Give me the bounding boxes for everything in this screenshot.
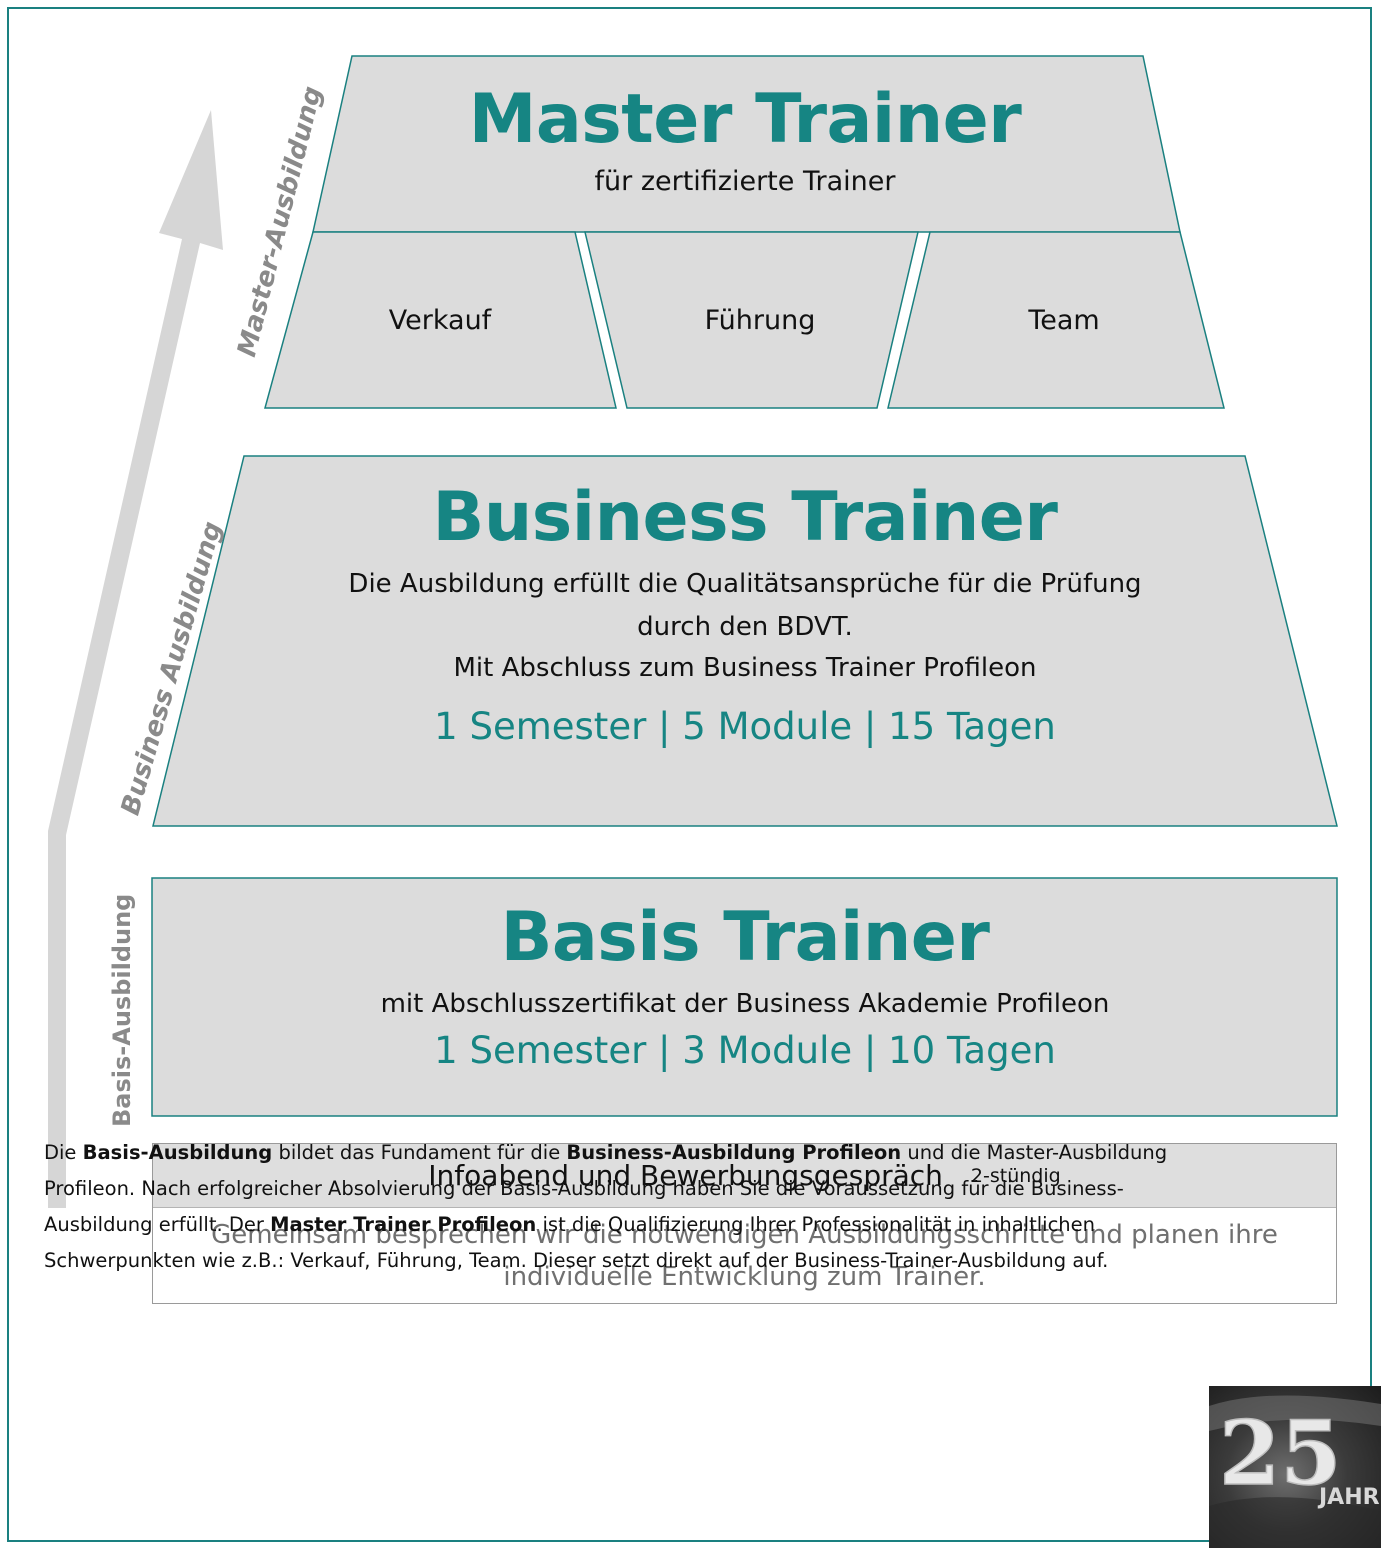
basis-subtitle: mit Abschlusszertifikat der Business Aka… [380,989,1110,1019]
info-header: Infoabend und Bewerbungsgespräch 2-stünd… [153,1144,1336,1208]
description-bold: Business-Ausbildung Profileon [566,1141,902,1164]
module-label-verkauf: Verkauf [388,305,492,336]
description-paragraph: Die Basis-Ausbildung bildet das Fundamen… [44,1135,1214,1279]
module-label-fuehrung: Führung [704,305,816,336]
business-title: Business Trainer [432,478,1058,557]
module-box-verkauf [264,231,617,409]
basis-trainer-box [151,877,1338,1117]
info-box: Infoabend und Bewerbungsgespräch 2-stünd… [152,1143,1337,1304]
info-duration: 2-stündig [970,1164,1061,1187]
basis-stats: 1 Semester | 3 Module | 10 Tagen [434,1029,1056,1072]
business-stats: 1 Semester | 5 Module | 15 Tagen [434,705,1056,748]
seal-number: 25 [1219,1401,1341,1505]
master-title: Master Trainer [468,80,1022,159]
description-bold: Master Trainer Profileon [270,1213,537,1236]
description-text: bildet das Fundament für die [272,1141,567,1164]
anniversary-seal-image: 25 JAHRE [1209,1386,1381,1548]
business-line-1: Die Ausbildung erfüllt die Qualitätsansp… [348,569,1142,599]
business-line-2: durch den BDVT. [637,612,853,642]
description-text: ist die Qualifizierung Ihrer Professiona… [44,1213,1109,1272]
master-subtitle: für zertifizierte Trainer [594,166,896,197]
module-label-team: Team [1028,305,1100,336]
page-frame [7,7,1372,1542]
side-label-basis: Basis-Ausbildung [108,893,136,1127]
seal-graphic: 25 JAHRE [1209,1395,1381,1548]
seal-word: JAHRE [1317,1485,1381,1510]
description-bold: Basis-Ausbildung [82,1141,273,1164]
module-box-team [887,231,1225,409]
module-box-fuehrung [584,231,919,409]
progression-arrow [48,110,223,1208]
business-line-3: Mit Abschluss zum Business Trainer Profi… [453,653,1037,683]
description-text: Die [44,1141,83,1164]
business-trainer-box [152,455,1338,827]
description-text: und die Master-Ausbildung Profileon. Nac… [44,1141,1168,1236]
basis-title: Basis Trainer [500,898,990,977]
info-title: Infoabend und Bewerbungsgespräch [428,1159,943,1192]
info-body: Gemeinsam besprechen wir die notwendigen… [211,1220,1278,1292]
